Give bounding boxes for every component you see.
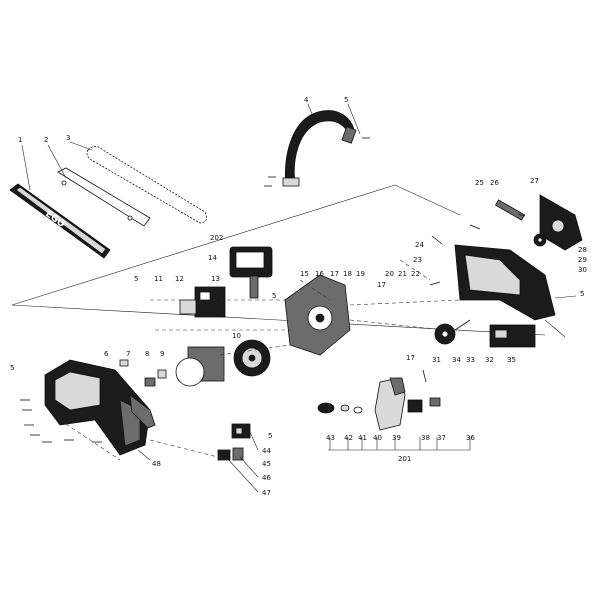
callout-42: 43 [326,434,335,442]
callout-5b: 5 [134,275,138,283]
callout-30: 30 [578,266,587,274]
right-housing [454,244,556,321]
group-label-201: 201 [398,455,411,463]
callout-44: 45 [262,460,271,468]
group-label-202: 202 [210,234,223,242]
sprocket-cover [539,194,583,251]
callout-14: 14 [208,254,217,262]
front-handle [282,110,357,187]
callout-36: 37 [437,434,446,442]
oil-tank [374,377,423,431]
callout-29: 29 [578,256,587,264]
callout-40: 41 [358,434,367,442]
callout-11: 11 [154,275,163,283]
callouts: 1 2 3 4 5 5 5 5 5 5 6 7 8 9 10 11 12 13 … [10,96,587,497]
callout-39: 40 [373,434,382,442]
callout-25: 25 [475,179,484,187]
small-parts-6-9 [119,359,167,387]
callout-18: 18 [343,270,352,278]
callout-31b: 32 [485,356,494,364]
callout-13: 13 [211,275,220,283]
housing-screws [20,399,102,443]
callout-19: 19 [356,270,365,278]
callout-8: 8 [145,350,149,358]
callout-47: 48 [152,460,161,468]
callout-21: 21 [398,270,407,278]
group-202-bracket: 202 [11,184,546,336]
callout-17c: 17 [406,354,415,362]
callout-32: 33 [466,356,475,364]
callout-20: 20 [385,270,394,278]
callout-26: 26 [490,179,499,187]
trigger-lever [129,394,156,429]
group-201-bracket: 201 [328,437,471,463]
callout-27: 27 [530,177,539,185]
motor [233,339,271,377]
clutch-wheel [533,233,547,247]
callout-7: 7 [126,350,130,358]
guide-bar [57,167,151,227]
callout-15: 15 [300,270,309,278]
callout-38: 39 [392,434,401,442]
callout-35: 36 [466,434,475,442]
callout-6: 6 [104,350,109,358]
callout-17a: 17 [330,270,339,278]
callout-5f: 5 [580,290,584,298]
assembly-dashed-lines [59,259,461,461]
callout-2: 2 [44,136,48,144]
handle-screws [264,137,370,187]
callout-5d: 5 [10,364,14,372]
callout-12: 12 [175,275,184,283]
callout-16: 16 [315,270,324,278]
callout-45: 46 [262,474,271,482]
callout-31a: 31 [432,356,441,364]
callout-43: 44 [262,447,271,455]
callout-10: 10 [232,332,241,340]
callout-3: 3 [66,134,70,142]
callout-37: 38 [421,434,430,442]
oil-line-parts [422,369,441,407]
callout-5e: 5 [268,432,272,440]
callout-4: 4 [304,96,309,104]
callout-22: 22 [411,270,420,278]
gearbox-housing [284,274,351,356]
callout-34: 35 [507,356,516,364]
callout-46: 47 [262,489,271,497]
callout-33: 34 [452,356,461,364]
left-housing [44,359,151,456]
saw-chain [86,146,208,224]
sprocket [434,323,456,345]
misc-screws-right [429,213,526,286]
callout-17b: 17 [377,281,386,289]
guide-bar-cover: EGO [9,183,111,259]
handle-trigger [229,246,273,299]
callout-41: 42 [344,434,353,442]
oil-pump [489,324,536,348]
tensioner-plate [494,199,526,221]
switch-assembly [179,286,226,318]
drive-shaft [454,319,471,331]
switch-block [217,423,251,461]
callout-9: 9 [160,350,164,358]
oil-cap [317,402,363,414]
callout-1: 1 [18,136,22,144]
callout-5a: 5 [344,96,348,104]
fan-shroud [175,346,225,387]
callout-23: 23 [413,256,422,264]
callout-24: 24 [415,241,424,249]
callout-5c: 5 [272,292,276,300]
callout-28: 28 [578,246,587,254]
